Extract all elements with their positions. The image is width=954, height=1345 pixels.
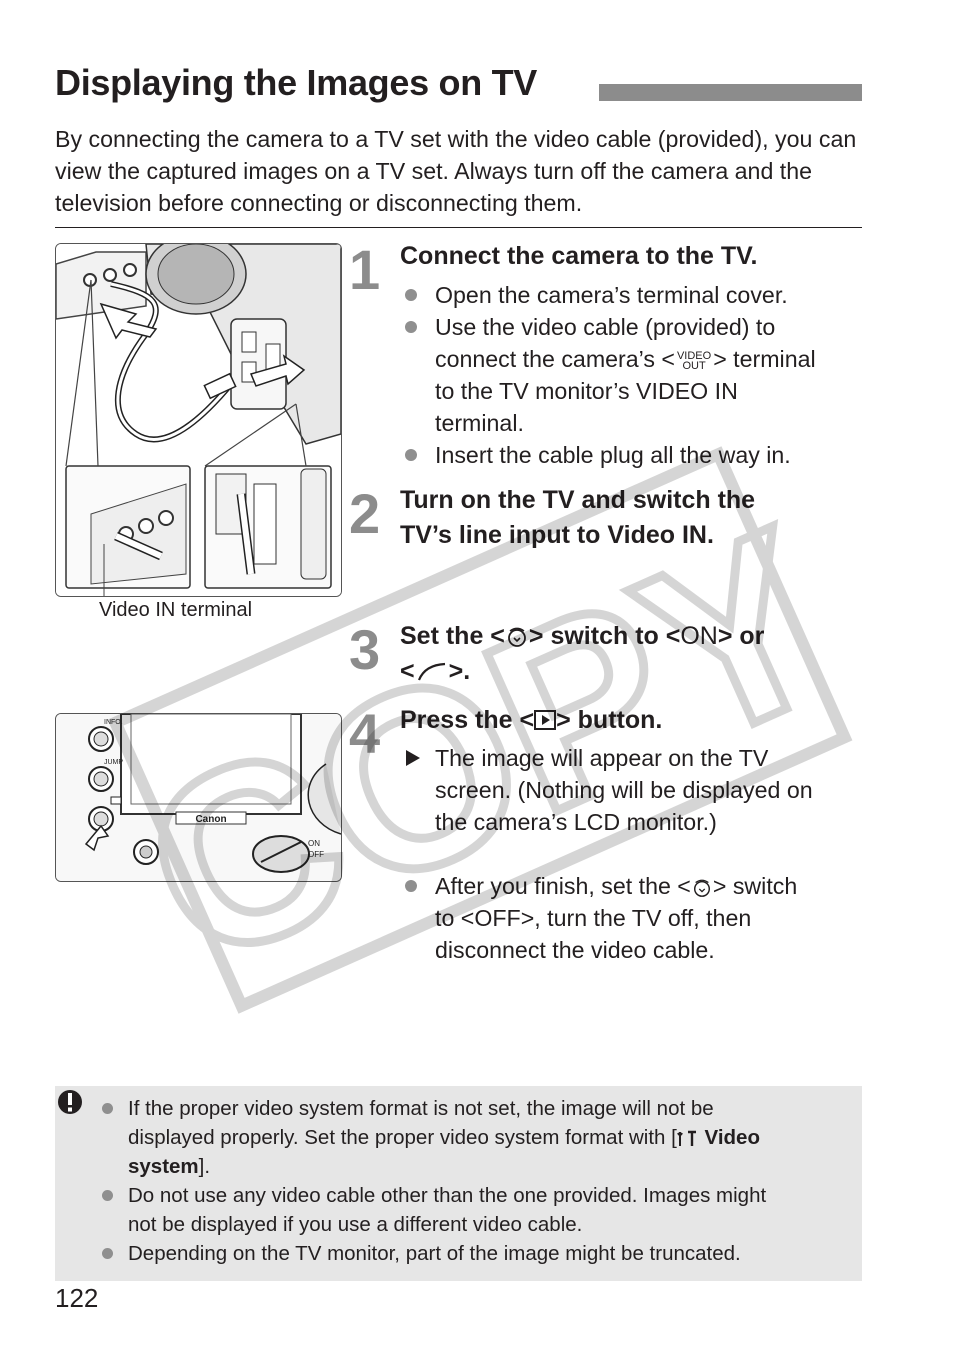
off-position-text: OFF — [474, 905, 521, 931]
step-1-bullet-2: Use the video cable (provided) to connec… — [405, 311, 865, 439]
note-1: If the proper video system format is not… — [102, 1094, 848, 1181]
intro-paragraph: By connecting the camera to a TV set wit… — [55, 126, 857, 216]
bullet-dot — [102, 1248, 113, 1259]
step-4-number: 4 — [349, 702, 381, 765]
note-3: Depending on the TV monitor, part of the… — [102, 1239, 848, 1268]
step-4-after-bullet: After you finish, set the <> switch to <… — [405, 870, 865, 966]
camera-back-drawing: Canon INFO. JUMP ON OFF — [56, 714, 341, 881]
info-label: INFO. — [104, 719, 123, 726]
section-divider — [55, 227, 862, 228]
bullet-dot — [102, 1103, 113, 1114]
quick-control-icon — [417, 663, 445, 681]
step-2-title: Turn on the TV and switch the TV’s line … — [400, 486, 756, 549]
video-in-terminal-caption: Video IN terminal — [99, 599, 253, 621]
step-1-bullet-3: Insert the cable plug all the way in. — [405, 439, 865, 471]
step-1-title: Connect the camera to the TV. — [400, 242, 758, 270]
step-1-bullet-1: Open the camera’s terminal cover. — [405, 279, 865, 311]
result-arrow-icon — [406, 750, 420, 766]
connection-drawing — [56, 244, 341, 596]
step-3-title: Set the <> switch to <ON> or <>. — [400, 622, 765, 685]
page-title: Displaying the Images on TV — [55, 62, 537, 103]
off-label: OFF — [308, 850, 324, 859]
jump-label: JUMP — [104, 759, 123, 766]
caution-notes-box: If the proper video system format is not… — [55, 1086, 862, 1281]
step-1-number: 1 — [349, 238, 381, 301]
bullet-dot — [405, 880, 417, 892]
power-switch-icon — [693, 879, 710, 897]
step-2-number: 2 — [349, 482, 381, 545]
step-3-number: 3 — [349, 618, 381, 681]
power-switch-icon — [508, 628, 526, 648]
step-4-title: Press the <> button. — [400, 706, 663, 734]
playback-button-icon — [534, 710, 557, 730]
note-2: Do not use any video cable other than th… — [102, 1181, 848, 1239]
camera-logo: Canon — [195, 814, 226, 825]
bullet-dot — [405, 449, 417, 461]
step-4-result: The image will appear on the TV screen. … — [405, 742, 865, 838]
setup-menu-icon — [676, 1130, 696, 1146]
camera-back-illustration: Canon INFO. JUMP ON OFF — [55, 713, 342, 882]
on-label: ON — [308, 839, 320, 848]
caution-icon — [58, 1090, 82, 1114]
on-position-text: ON — [680, 622, 718, 650]
bullet-dot — [102, 1190, 113, 1201]
title-decoration-bar — [599, 84, 862, 101]
bullet-dot — [405, 321, 417, 333]
camera-tv-connection-illustration — [55, 243, 342, 597]
page-number: 122 — [55, 1283, 99, 1313]
bullet-dot — [405, 289, 417, 301]
